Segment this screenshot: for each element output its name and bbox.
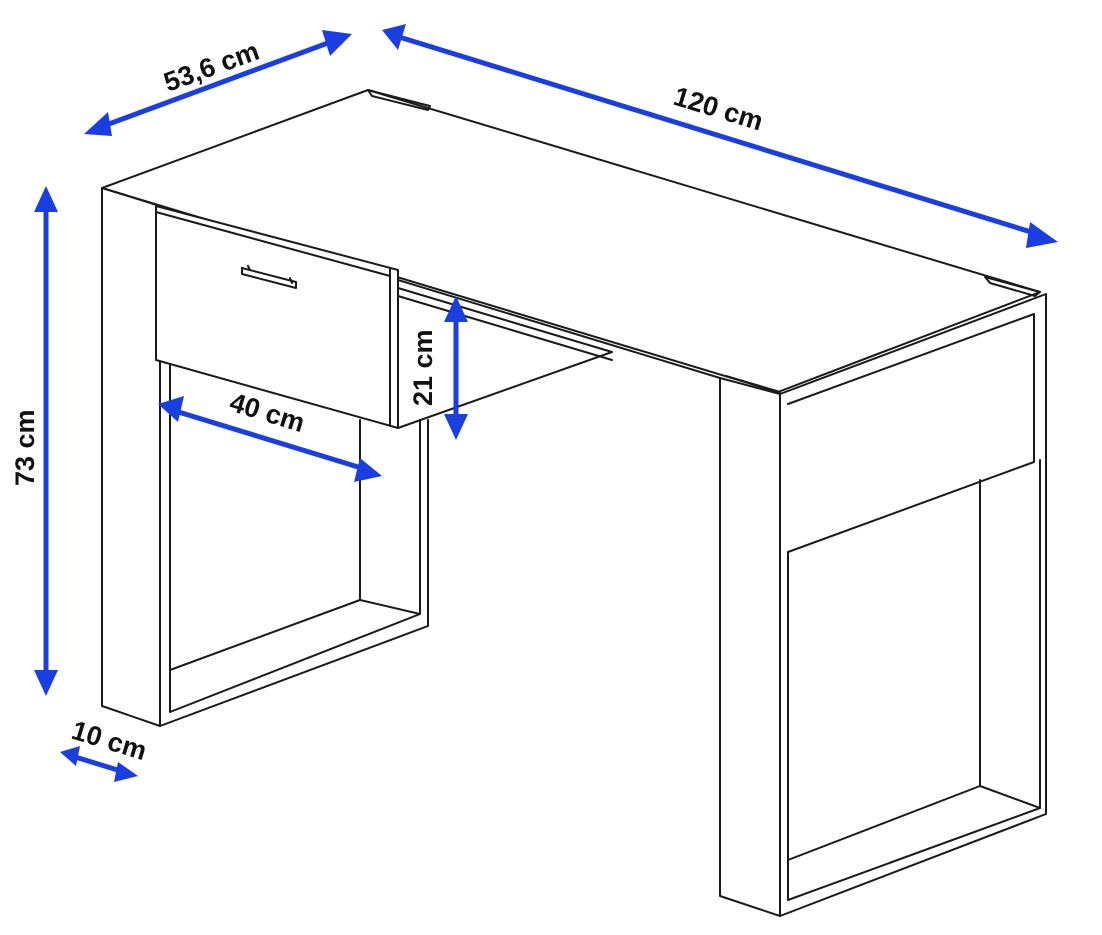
right-leg-front [719,377,781,917]
leg-thickness-arrow [60,746,138,782]
height-arrow [34,186,58,696]
depth-arrow [84,30,352,136]
left-leg-frame [159,359,429,727]
right-side-panel [779,293,1047,917]
back-right-tab [984,276,1041,297]
drawer-handle [241,267,297,289]
dimension-arrows [34,24,1058,782]
desk-drawing [101,89,1047,917]
width-label: 120 cm [670,81,766,136]
drawer-height-arrow [444,296,468,440]
drawer-width-arrow [158,396,382,482]
drawer-height-label: 21 cm [408,329,438,406]
drawer-underbox [397,287,613,429]
left-leg-front [101,187,161,727]
width-arrow [382,24,1058,248]
back-left-tab [367,89,431,111]
height-label: 73 cm [10,409,40,486]
